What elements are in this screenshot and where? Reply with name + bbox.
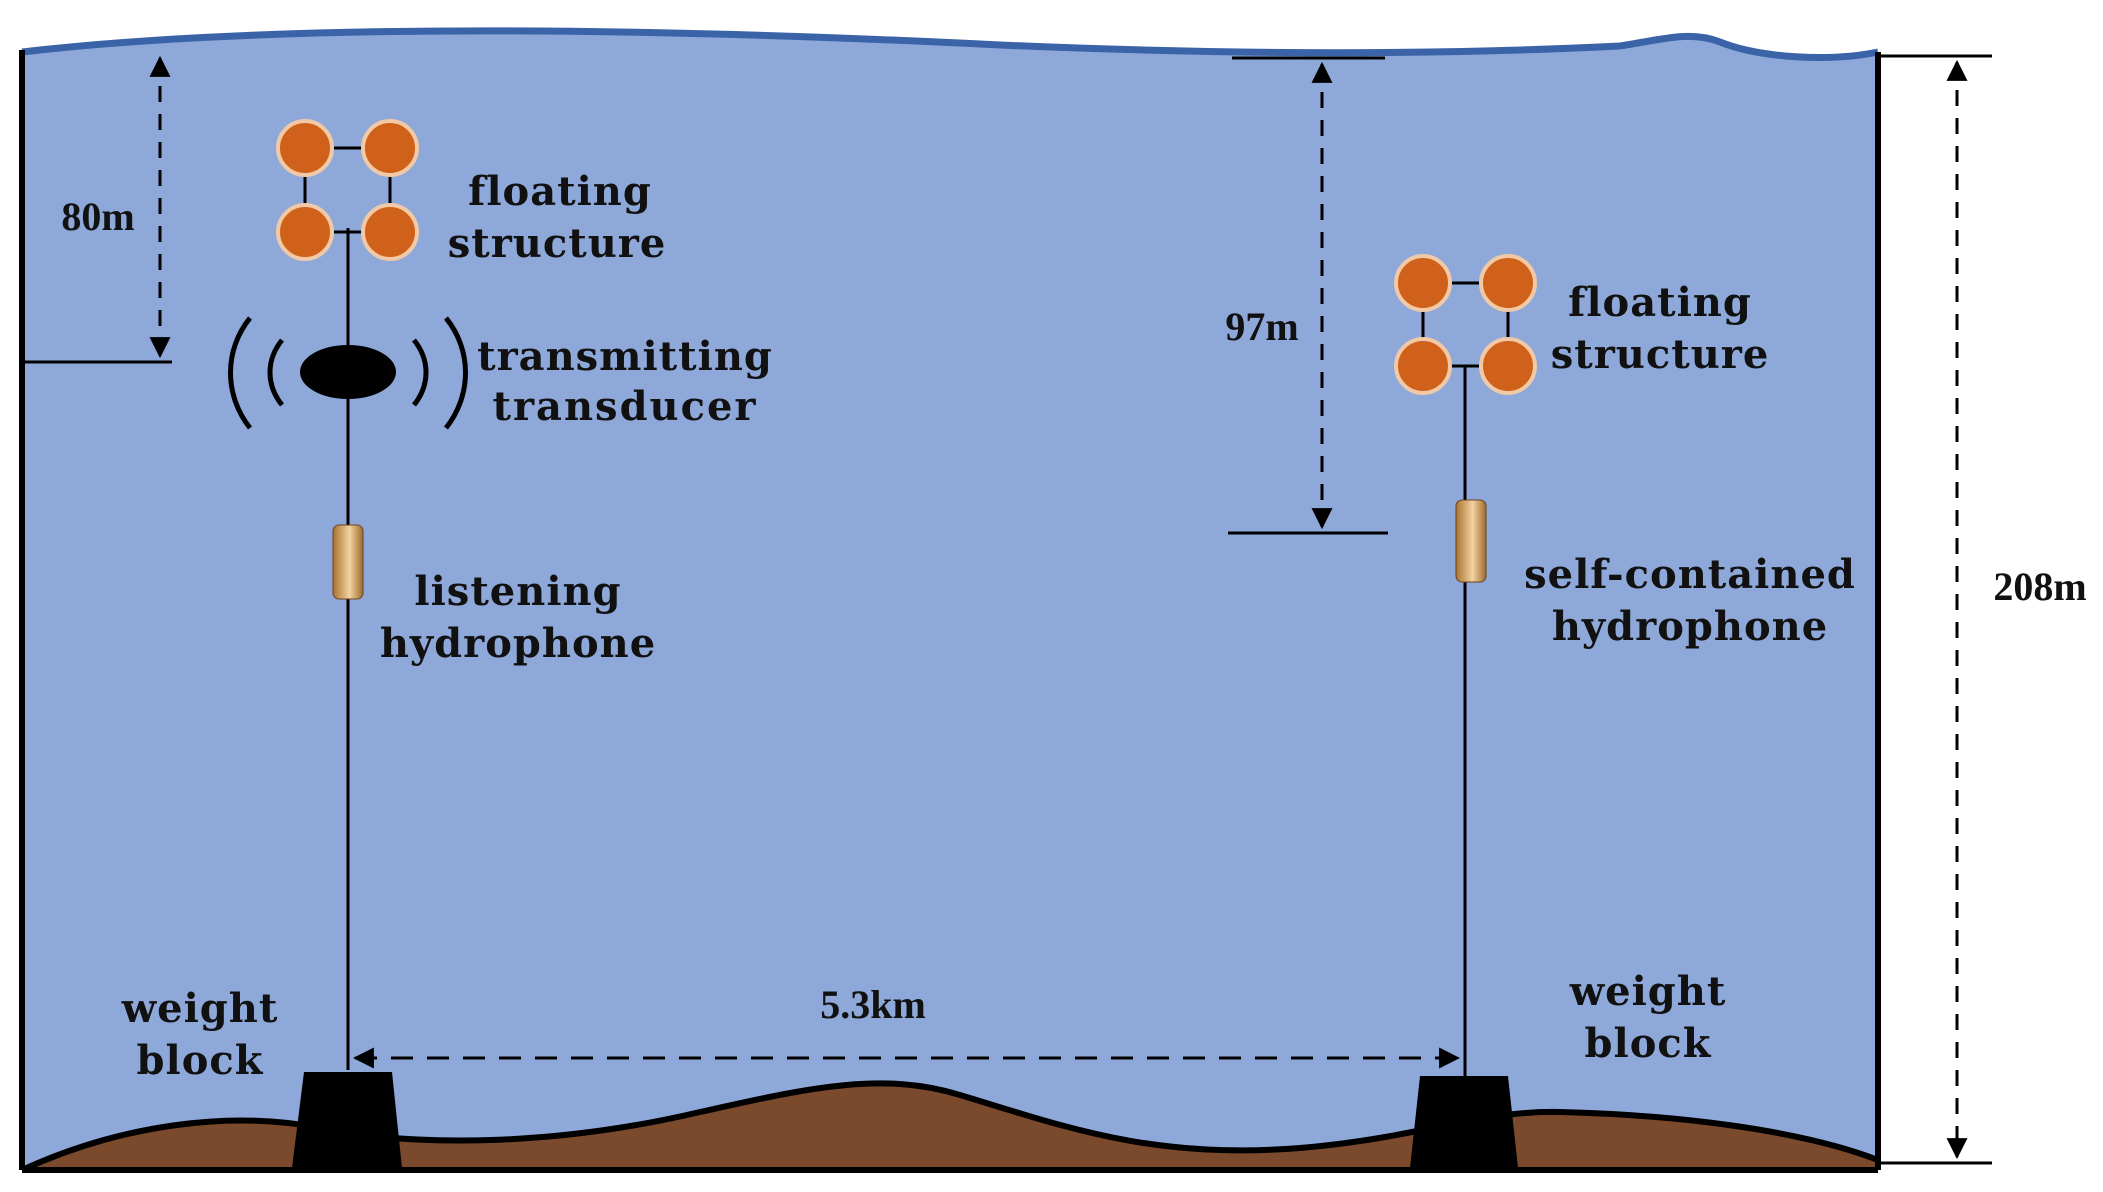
depth-80m-label: 80m <box>61 194 134 239</box>
distance-label: 5.3km <box>820 982 926 1027</box>
left-float-label-line2: structure <box>448 220 667 267</box>
left-float-label-line1: floating <box>468 168 652 215</box>
left-weight-label-line2: block <box>137 1037 264 1084</box>
sea-surface <box>21 27 1879 61</box>
weight-block-icon <box>292 1072 402 1168</box>
self-contained-hydrophone-label-line1: self-contained <box>1524 551 1856 598</box>
left-weight-label-line1: weight <box>121 985 279 1032</box>
sound-wave-icon <box>228 316 468 430</box>
weight-block-icon <box>1410 1076 1518 1168</box>
listening-hydrophone-label-line1: listening <box>414 568 621 615</box>
transducer-icon <box>300 345 396 399</box>
float-structure-icon <box>276 119 419 261</box>
hydrophone-icon <box>332 524 364 600</box>
depth-208m-label: 208m <box>1993 564 2086 609</box>
right-float-label-line2: structure <box>1551 331 1770 378</box>
depth-97m-label: 97m <box>1225 304 1298 349</box>
listening-hydrophone-label-line2: hydrophone <box>380 620 656 667</box>
right-float-label-line1: floating <box>1568 279 1752 326</box>
transducer-label-line2: transducer <box>493 383 758 430</box>
float-structure-icon <box>1394 254 1537 395</box>
water-body <box>22 30 1878 1171</box>
hydrophone-icon <box>1455 499 1487 583</box>
transducer-label-line1: transmitting <box>477 333 773 380</box>
self-contained-hydrophone-label-line2: hydrophone <box>1552 603 1828 650</box>
right-weight-label-line1: weight <box>1569 968 1727 1015</box>
right-weight-label-line2: block <box>1585 1020 1712 1067</box>
